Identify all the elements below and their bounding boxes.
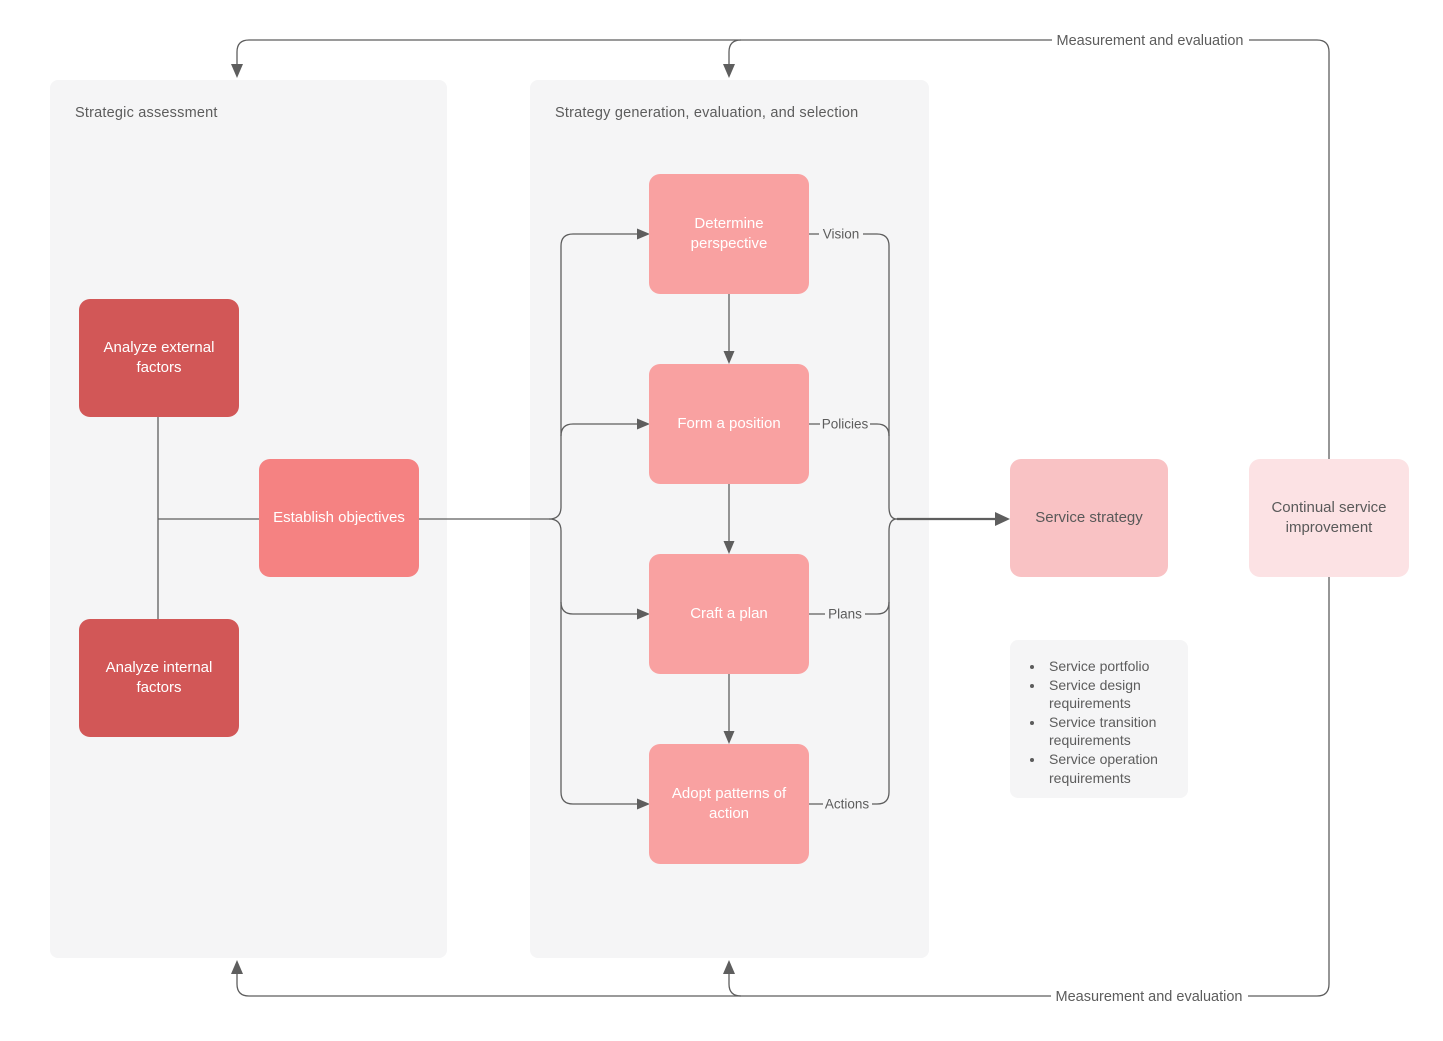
arrowhead-form-top — [723, 351, 735, 364]
node-continual-service-improvement[interactable]: Continual service improvement — [1249, 459, 1409, 577]
outputs-list: Service portfolio Service design require… — [1024, 657, 1178, 787]
edge-label-bg-vision — [819, 225, 863, 242]
node-adopt-patterns-of-action[interactable]: Adopt patterns of action — [649, 744, 809, 864]
node-service-strategy[interactable]: Service strategy — [1010, 459, 1168, 577]
node-label: Determine perspective — [690, 214, 768, 252]
edge-label-policies: Policies — [822, 417, 869, 432]
edge-label-bg-actions — [823, 795, 872, 812]
node-label: Adopt patterns of action — [671, 784, 787, 822]
arrowhead-loop-top-mid — [723, 64, 735, 78]
outputs-list-item: Service design requirements — [1045, 676, 1178, 713]
connector-rail-to-determine — [548, 233, 637, 520]
node-analyze-external-factors[interactable]: Analyze external factors — [79, 299, 239, 417]
loop-label-bg-bottom — [1051, 986, 1248, 1006]
container-title-strategic-assessment: Strategic assessment — [75, 105, 218, 121]
connector-rail-to-adopt — [548, 518, 637, 805]
connector-feedback-bottom-branch — [728, 973, 742, 997]
connector-rail-to-craft — [560, 601, 637, 615]
node-form-a-position[interactable]: Form a position — [649, 364, 809, 484]
node-label: Craft a plan — [690, 604, 768, 622]
loop-label-top: Measurement and evaluation — [1056, 33, 1243, 49]
container-title-strategy-generation: Strategy generation, evaluation, and sel… — [555, 105, 859, 121]
edge-labels: Vision Policies Plans Actions Measuremen… — [819, 30, 1249, 1006]
service-strategy-outputs-box[interactable]: Service portfolio Service design require… — [1010, 640, 1188, 798]
edge-label-bg-policies — [820, 415, 870, 432]
arrowhead-form — [637, 418, 650, 430]
outputs-list-item: Service portfolio — [1045, 657, 1178, 676]
node-label: Analyze external factors — [103, 338, 215, 376]
arrowhead-adopt-top — [723, 731, 735, 744]
arrowhead-service-strategy — [995, 512, 1010, 526]
edge-label-vision: Vision — [823, 227, 860, 242]
node-label: Establish objectives — [273, 508, 405, 526]
connector-vision — [809, 233, 898, 520]
node-establish-objectives[interactable]: Establish objectives — [259, 459, 419, 577]
outputs-list-item: Service operation requirements — [1045, 750, 1178, 787]
arrowhead-loop-top-left — [231, 64, 243, 78]
outputs-list-item: Service transition requirements — [1045, 713, 1178, 750]
arrowhead-loop-bottom-left — [231, 960, 243, 974]
node-label: Continual service improvement — [1271, 498, 1387, 536]
connector-rail-to-form — [560, 423, 637, 437]
node-label: Analyze internal factors — [105, 658, 213, 696]
edge-label-plans: Plans — [828, 607, 862, 622]
loop-label-bg-top — [1052, 30, 1249, 50]
node-craft-a-plan[interactable]: Craft a plan — [649, 554, 809, 674]
connector-feedback-top-branch — [728, 39, 742, 65]
node-label: Service strategy — [1035, 508, 1143, 526]
node-analyze-internal-factors[interactable]: Analyze internal factors — [79, 619, 239, 737]
arrowheads — [231, 64, 1010, 974]
node-determine-perspective[interactable]: Determine perspective — [649, 174, 809, 294]
edge-label-bg-plans — [825, 605, 865, 622]
loop-label-bottom: Measurement and evaluation — [1055, 989, 1242, 1005]
arrowhead-craft-top — [723, 541, 735, 554]
arrowhead-loop-bottom-mid — [723, 960, 735, 974]
arrowhead-craft — [637, 608, 650, 620]
edge-label-actions: Actions — [825, 797, 870, 812]
arrowhead-determine — [637, 228, 650, 240]
node-label: Form a position — [677, 414, 781, 432]
arrowhead-adopt — [637, 798, 650, 810]
connector-policies — [809, 423, 890, 437]
connector-actions — [809, 518, 898, 805]
